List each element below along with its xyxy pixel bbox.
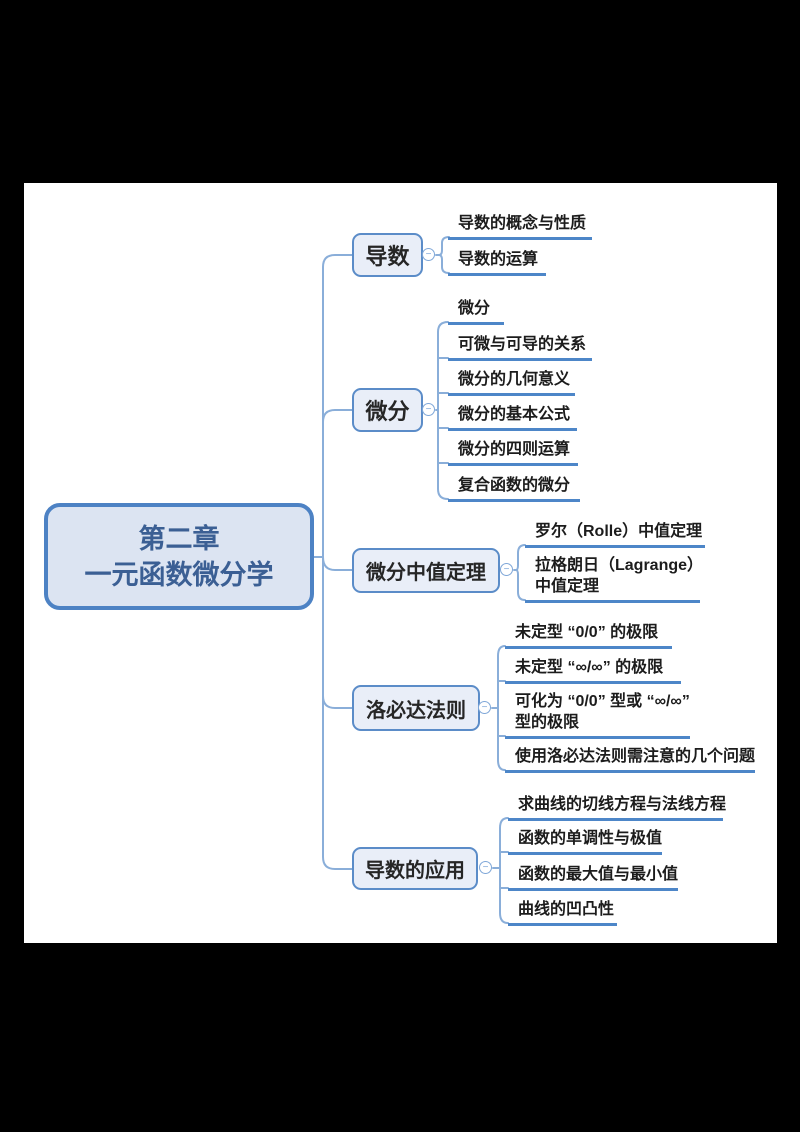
leaf-topic[interactable]: 函数的单调性与极值 xyxy=(508,828,662,855)
leaf-topic[interactable]: 可微与可导的关系 xyxy=(448,334,592,361)
collapse-toggle-icon[interactable]: − xyxy=(422,248,435,261)
leaf-topic[interactable]: 复合函数的微分 xyxy=(448,475,580,502)
topic-zhongzhi-dingli[interactable]: 微分中值定理 xyxy=(352,548,500,593)
leaf-topic[interactable]: 未定型 “∞/∞” 的极限 xyxy=(505,657,681,684)
branch1-child-connectors xyxy=(435,236,450,274)
branch3-child-connectors xyxy=(513,544,526,601)
branch5-child-connectors xyxy=(492,817,509,924)
collapse-toggle-icon[interactable]: − xyxy=(422,403,435,416)
branch2-child-connectors xyxy=(435,321,449,500)
leaf-topic[interactable]: 导数的概念与性质 xyxy=(448,213,592,240)
leaf-topic[interactable]: 罗尔（Rolle）中值定理 xyxy=(525,521,705,548)
topic-daoshu[interactable]: 导数 xyxy=(352,233,423,277)
leaf-topic[interactable]: 曲线的凹凸性 xyxy=(508,899,617,926)
leaf-topic[interactable]: 微分的四则运算 xyxy=(448,439,578,466)
leaf-topic[interactable]: 使用洛必达法则需注意的几个问题 xyxy=(505,746,755,773)
topic-weifen[interactable]: 微分 xyxy=(352,388,423,432)
leaf-topic[interactable]: 函数的最大值与最小值 xyxy=(508,864,678,891)
leaf-topic[interactable]: 未定型 “0/0” 的极限 xyxy=(505,622,672,649)
leaf-topic[interactable]: 求曲线的切线方程与法线方程 xyxy=(508,794,726,821)
leaf-topic[interactable]: 微分 xyxy=(448,298,504,325)
collapse-toggle-icon[interactable]: − xyxy=(478,701,491,714)
mindmap-canvas: 第二章 一元函数微分学 导数 微分 微分中值定理 洛必达法则 导数的应用 − −… xyxy=(24,183,777,943)
leaf-topic[interactable]: 微分的基本公式 xyxy=(448,404,577,431)
connector-lines xyxy=(313,236,526,924)
leaf-topic[interactable]: 微分的几何意义 xyxy=(448,369,575,396)
topic-luobida-faze[interactable]: 洛必达法则 xyxy=(352,685,480,731)
collapse-toggle-icon[interactable]: − xyxy=(500,563,513,576)
leaf-topic[interactable]: 拉格朗日（Lagrange）中值定理 xyxy=(525,555,700,603)
leaf-topic[interactable]: 可化为 “0/0” 型或 “∞/∞” 型的极限 xyxy=(505,691,690,739)
branch4-child-connectors xyxy=(491,645,506,771)
root-topic[interactable]: 第二章 一元函数微分学 xyxy=(44,503,314,610)
topic-daoshu-yingyong[interactable]: 导数的应用 xyxy=(352,847,478,890)
root-topic-line1: 第二章 xyxy=(138,523,220,554)
root-topic-line2: 一元函数微分学 xyxy=(84,559,274,590)
leaf-topic[interactable]: 导数的运算 xyxy=(448,249,546,276)
collapse-toggle-icon[interactable]: − xyxy=(479,861,492,874)
trunk-connectors xyxy=(313,254,353,870)
